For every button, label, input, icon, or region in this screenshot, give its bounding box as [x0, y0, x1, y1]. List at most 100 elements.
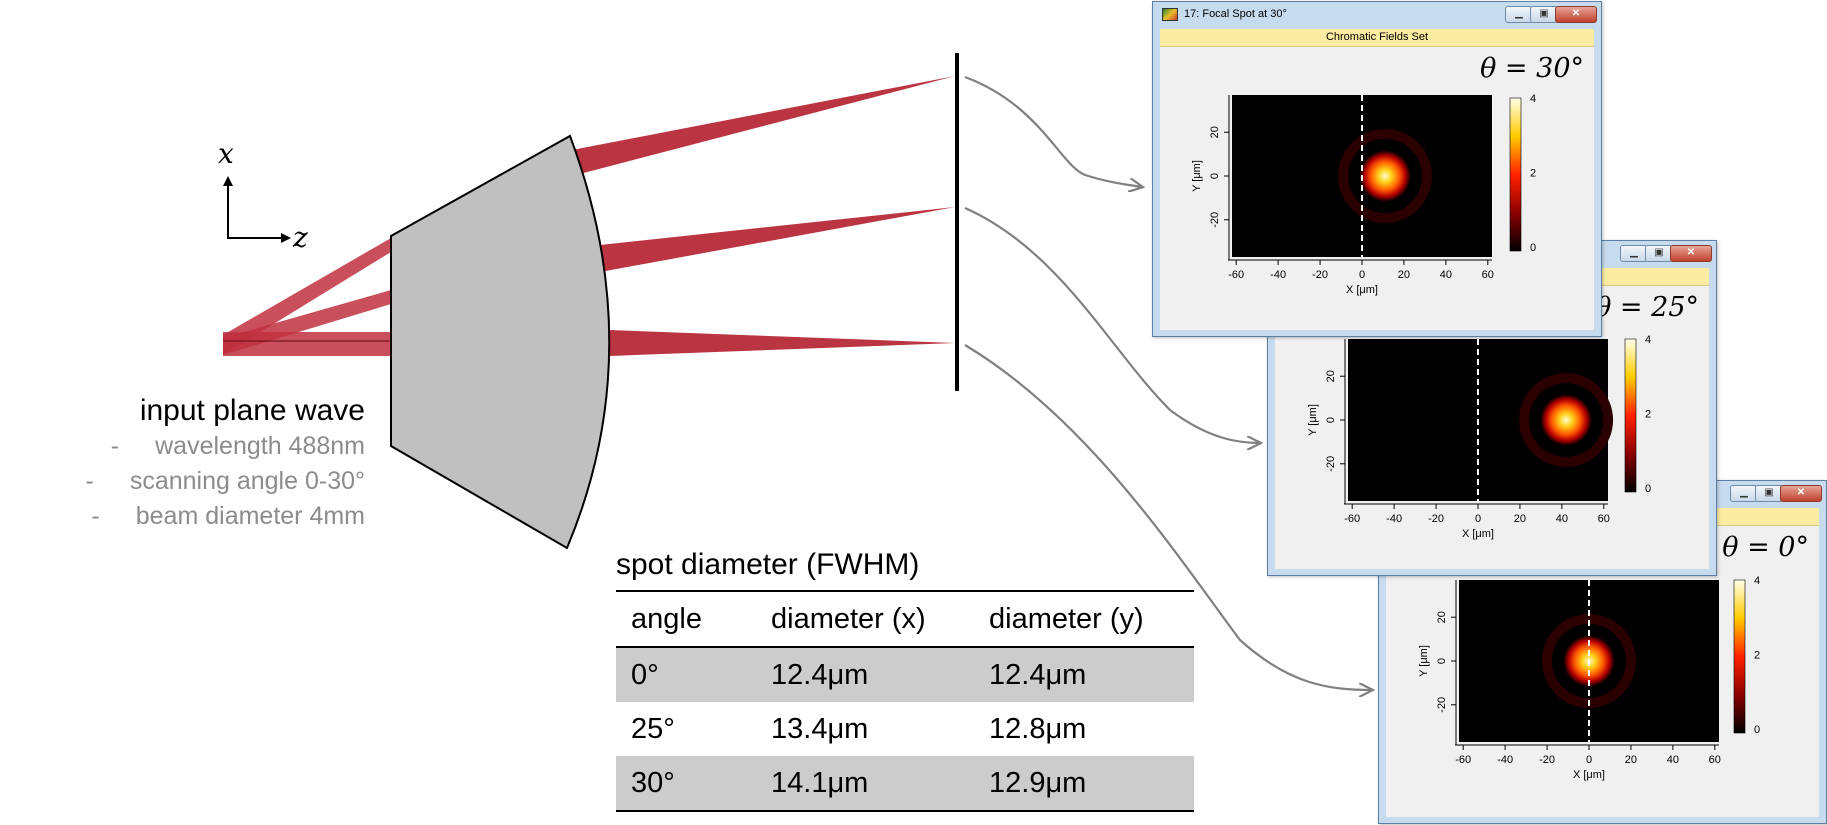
side-lobe-ring — [1519, 373, 1614, 467]
table-cell: 30° — [616, 756, 756, 812]
column-header: angle — [616, 590, 756, 648]
side-lobe-ring — [1338, 129, 1433, 223]
x-tick-label: 0 — [1475, 513, 1481, 525]
colorbar-tick-label: 2 — [1754, 650, 1760, 662]
x-tick-label: 60 — [1598, 513, 1610, 525]
close-button[interactable]: ✕ — [1670, 245, 1712, 262]
colorbar — [1624, 338, 1637, 493]
x-tick-label: -60 — [1455, 754, 1471, 766]
input-parameters: input plane wave -wavelength 488nm -scan… — [86, 393, 366, 534]
colorbar — [1733, 579, 1746, 734]
colorbar-tick-label: 2 — [1645, 409, 1651, 421]
close-button[interactable]: ✕ — [1780, 485, 1822, 502]
colorbar-tick-label: 0 — [1530, 242, 1536, 254]
x-tick-label: -20 — [1312, 269, 1328, 281]
x-tick-label: -40 — [1270, 269, 1286, 281]
y-tick-label: -20 — [1436, 697, 1448, 713]
x-tick-label: -20 — [1539, 754, 1555, 766]
focal-spot — [1540, 394, 1593, 446]
y-tick-label: 0 — [1325, 417, 1337, 423]
x-tick-label: 20 — [1398, 269, 1410, 281]
window-titlebar[interactable]: ▁ ▣ ✕ — [1379, 481, 1826, 505]
theta-label: θ = 30° — [1480, 53, 1584, 84]
x-tick-label: -20 — [1428, 513, 1444, 525]
y-tick-label: 20 — [1436, 611, 1448, 623]
app-icon — [1162, 8, 1178, 21]
callout-arrow-30 — [964, 75, 1142, 187]
bullet-dash: - — [85, 467, 94, 495]
beam-30-in — [223, 238, 391, 355]
colorbar — [1509, 97, 1522, 252]
window-titlebar[interactable]: 17: Focal Spot at 30° ▁ ▣ ✕ — [1153, 2, 1601, 26]
x-axis-label: X [μm] — [1462, 528, 1494, 540]
table-header-row: angle diameter (x) diameter (y) — [616, 590, 1194, 648]
input-heading: input plane wave — [139, 394, 365, 427]
param-text: beam diameter 4mm — [135, 502, 365, 530]
table-cell: 13.4μm — [771, 712, 869, 745]
window-titlebar[interactable]: ▁ ▣ ✕ — [1268, 241, 1716, 265]
info-bar: Chromatic Fields Set — [1160, 29, 1594, 47]
y-axis-label: Y [μm] — [1418, 645, 1430, 677]
table-title: spot diameter (FWHM) — [616, 548, 920, 581]
beam-0-out — [610, 330, 955, 356]
z-axis-label: z — [293, 221, 308, 254]
x-tick-label: 20 — [1625, 754, 1637, 766]
colorbar-tick-label: 2 — [1530, 168, 1536, 180]
bullet-dash: - — [110, 432, 120, 460]
x-tick-label: 20 — [1514, 513, 1526, 525]
table-cell: 12.4μm — [756, 647, 974, 702]
x-tick-label: -40 — [1497, 754, 1513, 766]
y-tick-label: 0 — [1209, 173, 1221, 179]
theta-label: θ = 25° — [1595, 292, 1699, 323]
x-axis-label: X [μm] — [1346, 284, 1378, 296]
table-cell: 12.9μm — [974, 756, 1194, 812]
param-item: - wavelength 488nm — [86, 429, 365, 464]
close-button[interactable]: ✕ — [1555, 6, 1597, 23]
table-cell: 12.4μm — [974, 647, 1194, 702]
column-header: diameter (x) — [756, 590, 974, 648]
beam-30-out — [572, 76, 955, 176]
callout-arrow-0 — [964, 344, 1372, 690]
table-cell: 14.1μm — [756, 756, 974, 812]
y-tick-label: 20 — [1209, 126, 1221, 138]
table-cell: 25° — [631, 712, 675, 745]
table-cell: 0° — [616, 647, 756, 702]
x-tick-label: 60 — [1482, 269, 1494, 281]
x-tick-label: 0 — [1359, 269, 1365, 281]
y-tick-label: -20 — [1209, 212, 1221, 228]
beam-25-out — [600, 207, 955, 272]
y-tick-label: -20 — [1325, 456, 1337, 472]
column-header: diameter (y) — [974, 590, 1194, 648]
scan-lens — [390, 134, 611, 550]
callout-arrow-25 — [964, 206, 1260, 443]
param-item: - scanning angle 0-30° — [86, 464, 366, 499]
x-tick-label: 40 — [1556, 513, 1568, 525]
y-axis-label: Y [μm] — [1307, 404, 1319, 436]
x-tick-label: 0 — [1586, 754, 1592, 766]
table-cell: 12.8μm — [989, 712, 1087, 745]
beam-0-in — [223, 332, 391, 356]
y-axis-label: Y [μm] — [1191, 160, 1203, 192]
x-axis-label: x — [218, 137, 234, 170]
param-text: scanning angle 0-30° — [129, 467, 365, 495]
table-row: 0° 12.4μm 12.4μm — [616, 647, 1194, 702]
y-tick-label: 0 — [1436, 658, 1448, 664]
focal-spot-window-30deg[interactable]: 17: Focal Spot at 30° ▁ ▣ ✕ Chromatic Fi… — [1152, 1, 1602, 337]
colorbar-tick-label: 4 — [1754, 575, 1760, 587]
table-row: 30° 14.1μm 12.9μm — [616, 756, 1194, 812]
x-tick-label: 40 — [1440, 269, 1452, 281]
x-tick-label: -40 — [1386, 513, 1402, 525]
bullet-dash: - — [91, 502, 100, 530]
x-tick-label: 40 — [1667, 754, 1679, 766]
x-tick-label: -60 — [1344, 513, 1360, 525]
colorbar-tick-label: 0 — [1754, 724, 1760, 736]
param-text: wavelength 488nm — [155, 432, 365, 460]
colorbar-tick-label: 4 — [1645, 334, 1651, 346]
x-tick-label: -60 — [1228, 269, 1244, 281]
x-axis-label: X [μm] — [1573, 769, 1605, 781]
x-tick-label: 60 — [1709, 754, 1721, 766]
